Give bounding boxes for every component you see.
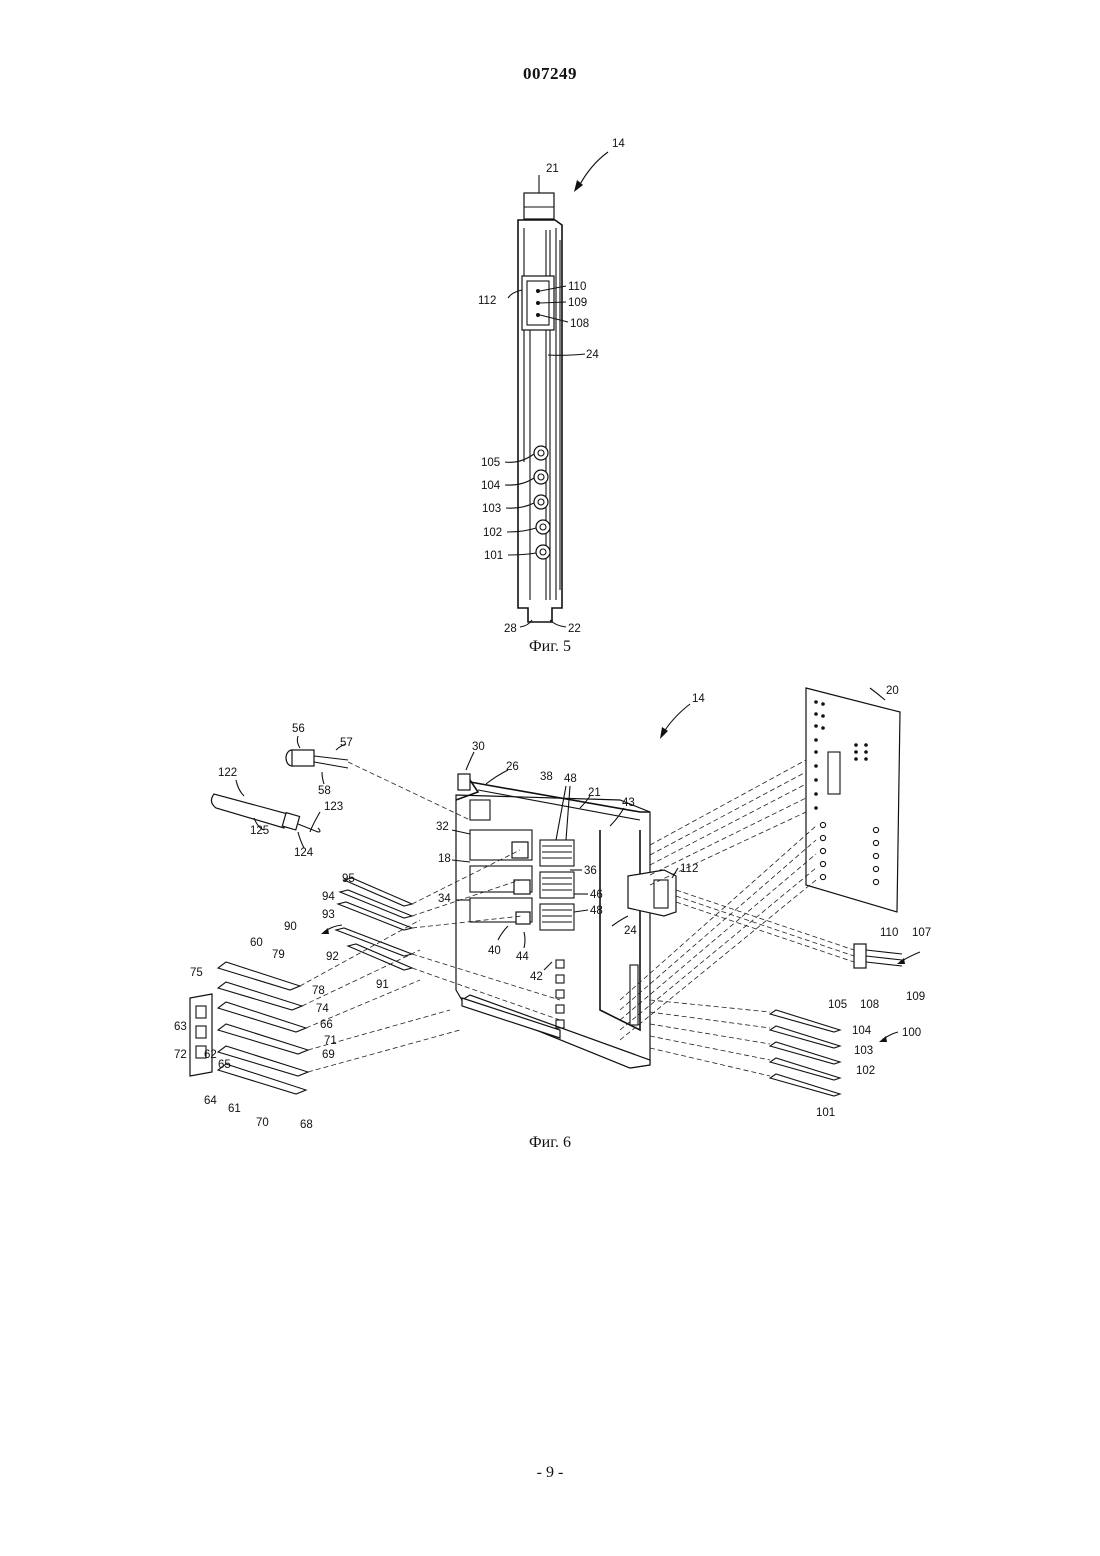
page-footer-number: - 9 - bbox=[0, 1464, 1100, 1482]
fig5-label-102: 102 bbox=[483, 527, 502, 539]
fig6-label-36: 36 bbox=[584, 865, 597, 877]
fig6-label-122: 122 bbox=[218, 767, 237, 779]
fig6-label-123: 123 bbox=[324, 801, 343, 813]
fig5-label-105: 105 bbox=[481, 457, 500, 469]
fig6-label-14: 14 bbox=[692, 693, 705, 705]
document-number: 007249 bbox=[0, 64, 1100, 84]
fig5-label-112: 112 bbox=[478, 295, 496, 307]
fig5-label-108: 108 bbox=[570, 318, 589, 330]
fig6-label-42: 42 bbox=[530, 971, 543, 983]
fig6-label-102: 102 bbox=[856, 1065, 875, 1077]
fig6-label-95: 95 bbox=[342, 873, 355, 885]
fig6-label-72: 72 bbox=[174, 1049, 187, 1061]
figure-5-caption: Фиг. 5 bbox=[500, 638, 600, 656]
fig6-label-58: 58 bbox=[318, 785, 331, 797]
fig6-label-62: 62 bbox=[204, 1049, 217, 1061]
fig6-label-100: 100 bbox=[902, 1027, 921, 1039]
fig6-label-69: 69 bbox=[322, 1049, 335, 1061]
fig5-label-24: 24 bbox=[586, 349, 599, 361]
fig6-label-110: 110 bbox=[880, 927, 898, 939]
fig6-label-108: 108 bbox=[860, 999, 879, 1011]
fig6-label-43: 43 bbox=[622, 797, 635, 809]
figure-5-drawing: 14 21 110 112 109 108 24 105 104 103 102… bbox=[440, 125, 660, 640]
figure-6-caption: Фиг. 6 bbox=[500, 1134, 600, 1152]
fig6-label-30: 30 bbox=[472, 741, 485, 753]
fig6-label-75: 75 bbox=[190, 967, 203, 979]
figure-6-drawing: 14 20 56 57 58 122 123 124 125 30 26 38 … bbox=[160, 680, 940, 1135]
fig6-label-32: 32 bbox=[436, 821, 449, 833]
fig6-label-44: 44 bbox=[516, 951, 529, 963]
fig5-label-14: 14 bbox=[612, 138, 625, 150]
fig6-label-26: 26 bbox=[506, 761, 519, 773]
fig6-label-103: 103 bbox=[854, 1045, 873, 1057]
fig6-label-109: 109 bbox=[906, 991, 925, 1003]
fig6-label-105: 105 bbox=[828, 999, 847, 1011]
fig6-label-48b: 48 bbox=[590, 905, 603, 917]
fig5-label-103: 103 bbox=[482, 503, 501, 515]
fig5-label-109: 109 bbox=[568, 297, 587, 309]
fig5-label-22: 22 bbox=[568, 623, 581, 635]
fig6-label-40: 40 bbox=[488, 945, 501, 957]
fig6-label-93: 93 bbox=[322, 909, 335, 921]
fig6-label-124: 124 bbox=[294, 847, 314, 859]
fig6-label-65: 65 bbox=[218, 1059, 231, 1071]
fig6-label-18: 18 bbox=[438, 853, 451, 865]
fig6-label-79: 79 bbox=[272, 949, 285, 961]
fig5-label-101: 101 bbox=[484, 550, 503, 562]
fig6-label-71: 71 bbox=[324, 1035, 337, 1047]
fig6-label-48a: 48 bbox=[564, 773, 577, 785]
fig6-label-107: 107 bbox=[912, 927, 931, 939]
fig6-label-74: 74 bbox=[316, 1003, 329, 1015]
fig6-label-125: 125 bbox=[250, 825, 269, 837]
fig6-label-63: 63 bbox=[174, 1021, 187, 1033]
fig6-label-46: 46 bbox=[590, 889, 603, 901]
fig6-label-70: 70 bbox=[256, 1117, 269, 1129]
fig6-label-78: 78 bbox=[312, 985, 325, 997]
fig6-label-66: 66 bbox=[320, 1019, 333, 1031]
fig6-label-112: 112 bbox=[680, 863, 698, 875]
fig5-label-110: 110 bbox=[568, 281, 586, 293]
fig6-label-101: 101 bbox=[816, 1107, 835, 1119]
fig6-label-61: 61 bbox=[228, 1103, 241, 1115]
fig6-label-90: 90 bbox=[284, 921, 297, 933]
fig6-label-38: 38 bbox=[540, 771, 553, 783]
fig5-label-21: 21 bbox=[546, 163, 559, 175]
fig6-label-21: 21 bbox=[588, 787, 601, 799]
fig6-label-91: 91 bbox=[376, 979, 389, 991]
fig6-label-68: 68 bbox=[300, 1119, 313, 1131]
fig6-label-64: 64 bbox=[204, 1095, 217, 1107]
fig6-label-57: 57 bbox=[340, 737, 353, 749]
fig6-label-60: 60 bbox=[250, 937, 263, 949]
fig6-label-104: 104 bbox=[852, 1025, 872, 1037]
fig6-label-24: 24 bbox=[624, 925, 637, 937]
fig5-label-28: 28 bbox=[504, 623, 517, 635]
fig6-label-20: 20 bbox=[886, 685, 899, 697]
fig6-label-94: 94 bbox=[322, 891, 335, 903]
fig6-label-92: 92 bbox=[326, 951, 339, 963]
fig6-label-56: 56 bbox=[292, 723, 305, 735]
fig6-label-34: 34 bbox=[438, 893, 451, 905]
fig5-label-104: 104 bbox=[481, 480, 501, 492]
